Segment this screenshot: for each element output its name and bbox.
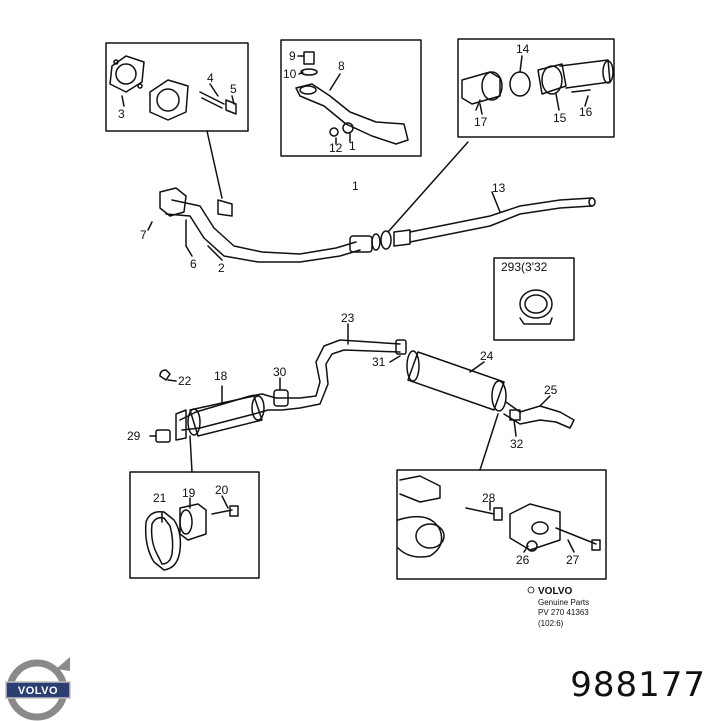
front-pipe bbox=[159, 187, 361, 263]
callout-18: 18 bbox=[214, 369, 228, 383]
callout-clamp-set: 293(3'32 bbox=[501, 260, 548, 274]
callout-2: 2 bbox=[218, 261, 225, 275]
genuine-parts-footer: VOLVO Genuine Parts PV 270 41363 (102:6) bbox=[527, 586, 589, 628]
callout-31: 31 bbox=[372, 355, 386, 369]
callout-24: 24 bbox=[480, 349, 494, 363]
callout-30: 30 bbox=[273, 365, 287, 379]
callout-7: 7 bbox=[140, 228, 147, 242]
callout-5: 5 bbox=[230, 82, 237, 96]
inset-box-hanger bbox=[396, 469, 607, 580]
rear-silencer bbox=[406, 350, 575, 429]
callout-19: 19 bbox=[182, 486, 196, 500]
footer-brand: VOLVO bbox=[538, 586, 572, 597]
inset-box-flange bbox=[105, 42, 249, 132]
clamp-inset bbox=[519, 289, 553, 325]
callout-10: 10 bbox=[283, 67, 297, 81]
front-silencer bbox=[155, 369, 289, 443]
callout-1: 1 bbox=[352, 179, 359, 193]
callout-8: 8 bbox=[338, 59, 345, 73]
callout-15: 15 bbox=[553, 111, 567, 125]
callout-14: 14 bbox=[516, 42, 530, 56]
callout-13: 13 bbox=[492, 181, 506, 195]
flange-gasket-inset bbox=[109, 55, 237, 121]
rubber-mount-inset bbox=[144, 503, 239, 571]
callout-12: 12 bbox=[329, 141, 343, 155]
inset-box-clamp bbox=[493, 257, 575, 341]
inset-box-mount bbox=[129, 471, 260, 579]
joint-inset bbox=[461, 59, 614, 111]
callout-32: 32 bbox=[510, 437, 524, 451]
inset-box-bracket bbox=[280, 39, 422, 157]
callout-28: 28 bbox=[482, 491, 496, 505]
intermediate-pipe bbox=[349, 197, 596, 253]
part-number: 988177 bbox=[570, 665, 706, 705]
callout-9: 9 bbox=[289, 49, 296, 63]
callout-17: 17 bbox=[474, 115, 488, 129]
leader-inset-joint bbox=[387, 141, 469, 233]
leader-inset-hanger bbox=[479, 413, 499, 471]
volvo-logo: VOLVO bbox=[5, 657, 71, 721]
callout-21: 21 bbox=[153, 491, 167, 505]
callout-22: 22 bbox=[178, 374, 192, 388]
bracket-inset bbox=[295, 51, 409, 145]
callout-23: 23 bbox=[341, 311, 355, 325]
volvo-logo-wordmark: VOLVO bbox=[18, 685, 58, 697]
callout-25: 25 bbox=[544, 383, 558, 397]
callout-4: 4 bbox=[207, 71, 214, 85]
leader-inset-flange bbox=[206, 130, 223, 199]
callout-3: 3 bbox=[118, 107, 125, 121]
callout-16: 16 bbox=[579, 105, 593, 119]
callout-29: 29 bbox=[127, 429, 141, 443]
callout-1-bracket: 1 bbox=[349, 139, 356, 153]
callout-27: 27 bbox=[566, 553, 580, 567]
inset-box-joint bbox=[457, 38, 615, 138]
footer-genuine-parts: Genuine Parts bbox=[538, 598, 589, 607]
callout-20: 20 bbox=[215, 483, 229, 497]
callout-6: 6 bbox=[190, 257, 197, 271]
leader-inset-mount bbox=[189, 435, 193, 473]
footer-code: (102:6) bbox=[538, 619, 564, 628]
hanger-inset bbox=[397, 475, 601, 558]
rear-pipe bbox=[179, 339, 407, 431]
footer-pv-number: PV 270 41363 bbox=[538, 608, 589, 617]
callout-26: 26 bbox=[516, 553, 530, 567]
